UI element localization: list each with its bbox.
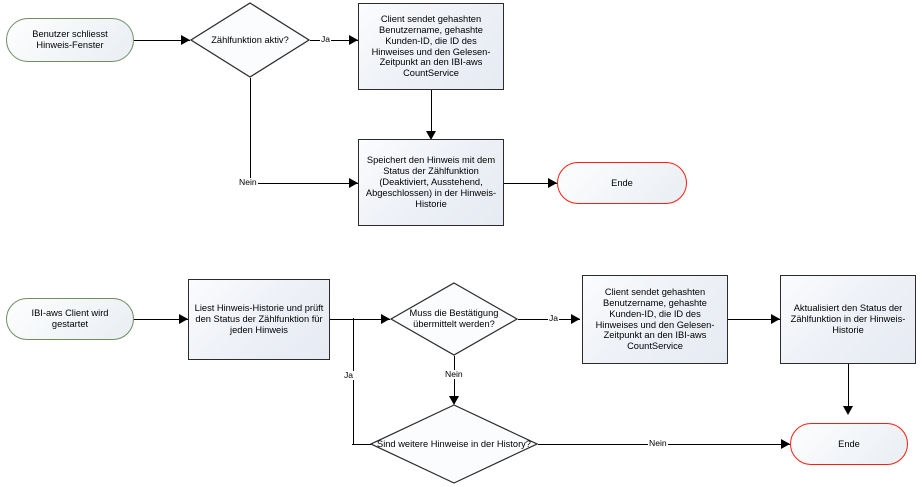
edge-client-start-to-read-history [134,318,188,320]
diamond-shape-icon [390,282,518,356]
arrowhead-to-count-active [181,35,190,45]
process-client-sends-hashed-data-bottom[interactable]: Client sendet gehashten Benutzername, ge… [582,275,728,364]
edge-label-count-active-yes: Ja [320,34,332,44]
decision-must-confirmation-be-sent[interactable]: Muss die Bestätigung übermittelt werden? [390,282,518,356]
edge-label-count-active-no: Nein [238,177,258,187]
edge-must-confirm-no-vertical [453,356,455,402]
start-node-user-closes-window[interactable]: Benutzer schliesst Hinweis-Fenster [6,18,134,62]
diamond-shape-icon [370,404,538,484]
arrowhead-no-to-store-hint [349,178,358,188]
arrowhead-to-update-status [771,314,780,324]
decision-must-confirmation-label: Muss die Bestätigung übermittelt werden? [409,308,499,329]
end-node-top[interactable]: Ende [557,162,687,204]
edge-label-must-confirm-no: Nein [444,369,464,379]
decision-more-hints-label: Sind weitere Hinweise in der History? [377,438,531,449]
decision-count-function-active[interactable]: Zählfunktion aktiv? [190,2,310,78]
edge-count-active-no-horizontal [249,182,358,184]
edge-count-active-no-vertical [249,78,251,183]
decision-more-hints-in-history[interactable]: Sind weitere Hinweise in der History? [370,404,538,484]
end-node-bottom[interactable]: Ende [790,423,908,465]
process-client-sends-hashed-data-top[interactable]: Client sendet gehashten Benutzername, ge… [358,3,504,90]
process-store-hint-with-status[interactable]: Speichert den Hinweis mit dem Status der… [358,139,504,226]
arrowhead-to-end-bottom-horizontal [781,439,790,449]
arrowhead-to-read-history [179,314,188,324]
arrowhead-to-send-hash-top [349,35,358,45]
edge-start-to-count-active [134,39,190,41]
edge-send-hash-top-to-store [430,90,432,138]
start-node-client-started[interactable]: IBI-aws Client wird gestartet [6,298,134,340]
diamond-shape-icon [190,2,310,78]
edge-count-active-yes [310,39,358,41]
edge-label-more-hints-yes: Ja [343,370,355,380]
edge-label-more-hints-no: Nein [648,438,668,448]
arrowhead-to-end-bottom-vertical [843,406,853,415]
arrowhead-to-store-hint-top [426,131,436,140]
edge-more-hints-yes-horizontal-lower [352,443,371,445]
arrowhead-to-must-confirm [381,314,390,324]
arrowhead-to-send-hash-bottom [571,314,580,324]
edge-send-hash-to-update-status [728,318,780,320]
process-read-hint-history[interactable]: Liest Hinweis-Historie und prüft den Sta… [188,279,330,360]
edge-read-history-to-must-confirm [330,318,390,320]
arrowhead-to-more-hints [449,396,459,405]
edge-store-hint-to-end-top [504,182,558,184]
decision-count-function-active-label: Zählfunktion aktiv? [211,34,289,45]
arrowhead-to-end-top [548,178,557,188]
process-update-count-status[interactable]: Aktualisiert den Status der Zählfunktion… [780,275,916,364]
edge-more-hints-yes-vertical [352,318,354,444]
edge-update-status-to-end-bottom [847,364,849,412]
edge-label-must-confirm-yes: Ja [548,313,560,323]
